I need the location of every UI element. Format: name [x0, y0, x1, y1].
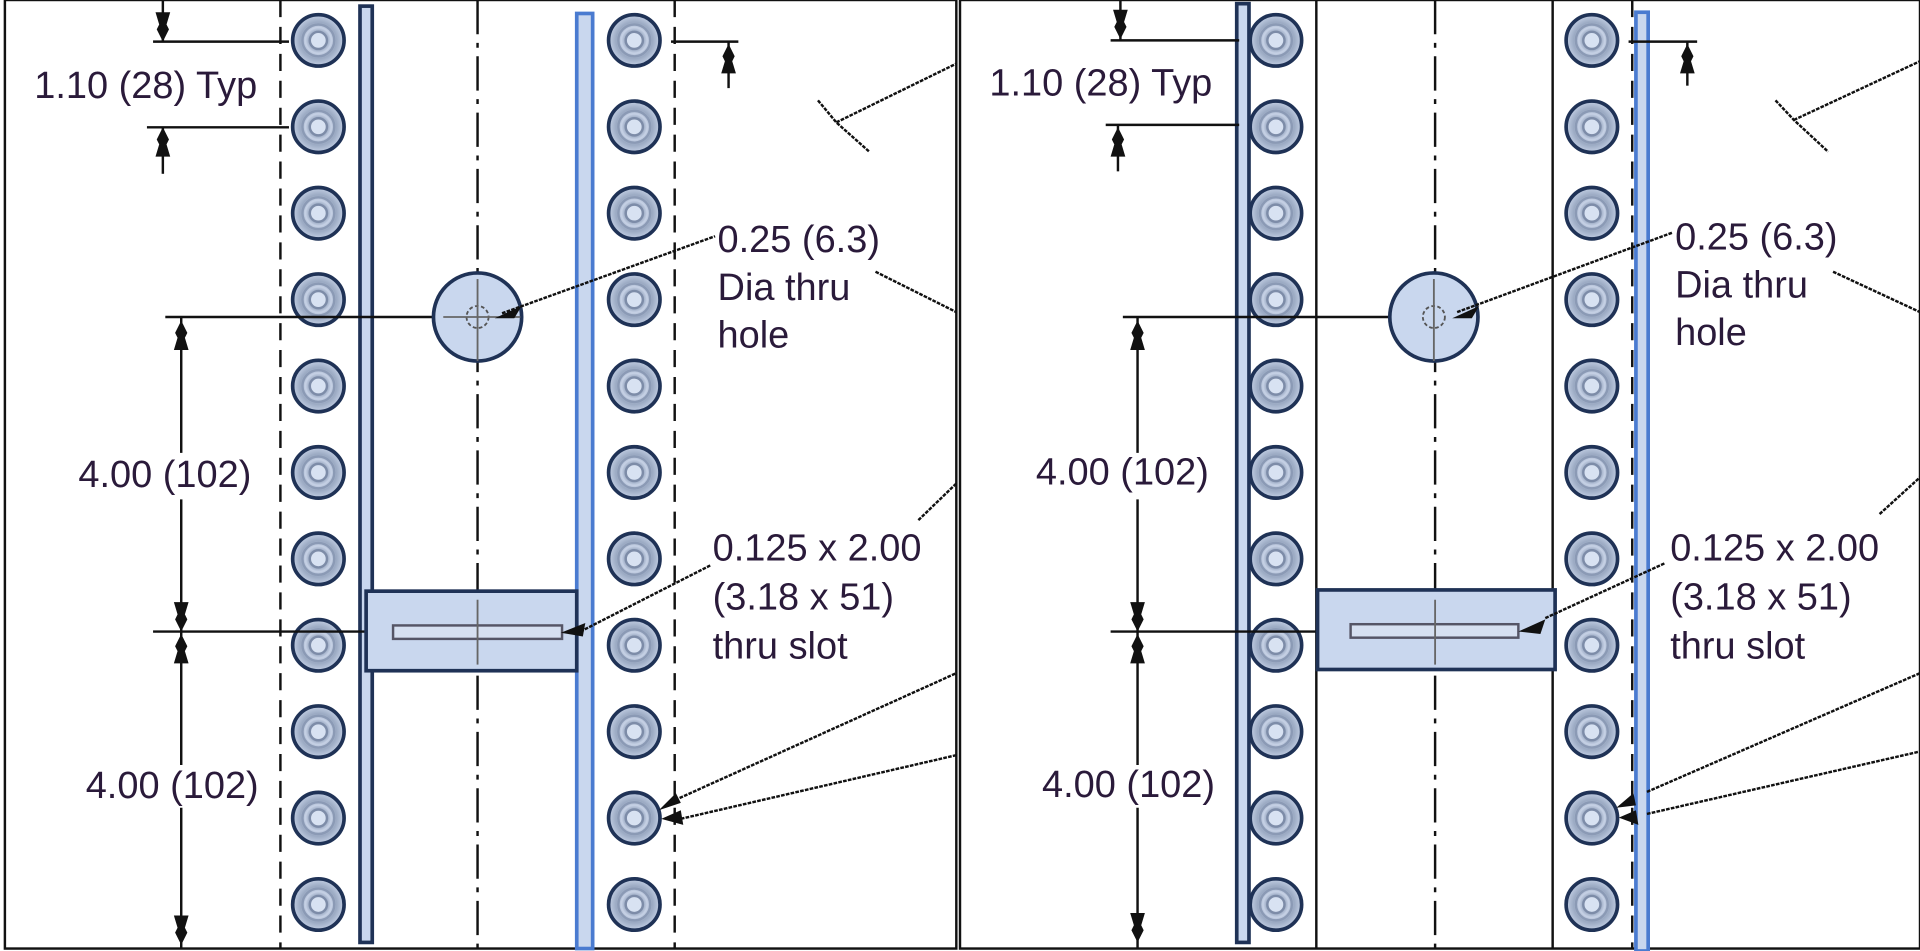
mounting-hole	[1564, 876, 1620, 933]
mounting-hole	[1248, 790, 1304, 846]
dimension-arrow	[1130, 320, 1145, 351]
mounting-hole	[606, 99, 662, 155]
slot-callout-line1: 0.125 x 2.00	[713, 528, 922, 570]
slot-callout-line1: 0.125 x 2.00	[1670, 528, 1879, 570]
dimension-arrow	[173, 320, 189, 351]
dimension-arrow	[155, 127, 171, 157]
rail-right	[574, 11, 595, 951]
hole-column-left	[290, 12, 346, 933]
mounting-hole	[606, 444, 662, 500]
dimension-arrow	[1130, 913, 1145, 943]
mounting-hole	[290, 790, 346, 846]
mounting-hole	[606, 12, 662, 68]
rail-right	[1634, 10, 1650, 951]
mounting-hole	[606, 531, 662, 587]
hole-callout-line1: 0.25 (6.3)	[718, 219, 880, 261]
mounting-hole	[290, 185, 346, 241]
mounting-hole	[1248, 876, 1304, 933]
hole-column-left	[1248, 12, 1304, 933]
hole-callout-line3: hole	[718, 315, 790, 357]
slot-callout-line2: (3.18 x 51)	[713, 577, 894, 619]
mounting-hole	[1564, 617, 1620, 673]
mounting-hole	[290, 358, 346, 414]
mounting-hole	[1248, 617, 1304, 673]
dimension-arrow	[173, 915, 189, 945]
lower-spacing-label: 4.00 (102)	[1042, 764, 1215, 806]
slot-callout-line2: (3.18 x 51)	[1670, 577, 1851, 619]
mounting-hole	[606, 358, 662, 414]
mounting-hole	[606, 185, 662, 241]
rail-left	[358, 4, 375, 945]
hole-callout-line3: hole	[1675, 312, 1747, 354]
mounting-hole	[290, 704, 346, 760]
mounting-hole	[1248, 531, 1304, 587]
upper-spacing-label: 4.00 (102)	[78, 454, 251, 496]
dimension-arrow	[155, 12, 171, 42]
rail-left	[1234, 1, 1251, 945]
upper-spacing-label: 4.00 (102)	[1036, 452, 1209, 494]
dimension-arrow	[1110, 127, 1126, 157]
left-view-panel: 1.10 (28) Typ 0.25 (6.3) Dia thru hole 4…	[3, 0, 958, 951]
mounting-hole	[1564, 358, 1620, 414]
mounting-hole	[290, 876, 346, 933]
hole-callout-line1: 0.25 (6.3)	[1675, 217, 1837, 259]
mounting-hole	[1564, 444, 1620, 500]
mounting-hole	[1248, 444, 1304, 500]
hole-callout-line2: Dia thru	[1675, 264, 1808, 306]
dimension-arrow	[1113, 9, 1128, 40]
right-view-panel: 1.10 (28) Typ 0.25 (6.3) Dia thru hole 4…	[958, 0, 1920, 951]
mounting-hole	[290, 444, 346, 500]
mounting-hole	[290, 12, 346, 68]
mounting-hole	[290, 617, 346, 673]
dimension-arrow	[1130, 602, 1145, 632]
mounting-hole	[1564, 531, 1620, 587]
slot-callout-line3: thru slot	[1670, 625, 1805, 667]
mounting-hole	[606, 704, 662, 760]
pitch-label: 1.10 (28) Typ	[989, 62, 1212, 104]
hole-column-right	[606, 12, 662, 933]
mounting-hole	[1564, 12, 1620, 68]
mounting-hole	[606, 790, 662, 846]
mounting-hole	[1564, 704, 1620, 760]
pitch-label: 1.10 (28) Typ	[34, 65, 257, 107]
mounting-hole	[1564, 272, 1620, 328]
mounting-hole	[1248, 272, 1304, 328]
mounting-hole	[290, 531, 346, 587]
panel-border	[958, 0, 1920, 950]
lower-spacing-label: 4.00 (102)	[86, 765, 259, 807]
mounting-hole	[606, 876, 662, 933]
dimension-arrow	[721, 44, 736, 74]
dimension-arrow	[173, 634, 189, 664]
mounting-hole	[1564, 99, 1620, 155]
mounting-hole	[1248, 358, 1304, 414]
mounting-hole	[1248, 704, 1304, 760]
mounting-hole	[1564, 185, 1620, 241]
mounting-hole	[290, 99, 346, 155]
dimension-arrow	[1130, 634, 1145, 664]
hole-column-right	[1564, 12, 1620, 933]
hole-callout-line2: Dia thru	[718, 267, 851, 309]
mounting-hole	[1564, 790, 1620, 846]
mounting-hole	[290, 272, 346, 328]
mounting-hole	[606, 272, 662, 328]
dimension-arrow	[173, 602, 189, 632]
dimension-arrow	[1680, 44, 1695, 74]
mounting-hole	[606, 617, 662, 673]
mounting-hole	[1248, 12, 1304, 68]
slot-callout-line3: thru slot	[713, 625, 848, 667]
mounting-hole	[1248, 185, 1304, 241]
mounting-hole	[1248, 99, 1304, 155]
